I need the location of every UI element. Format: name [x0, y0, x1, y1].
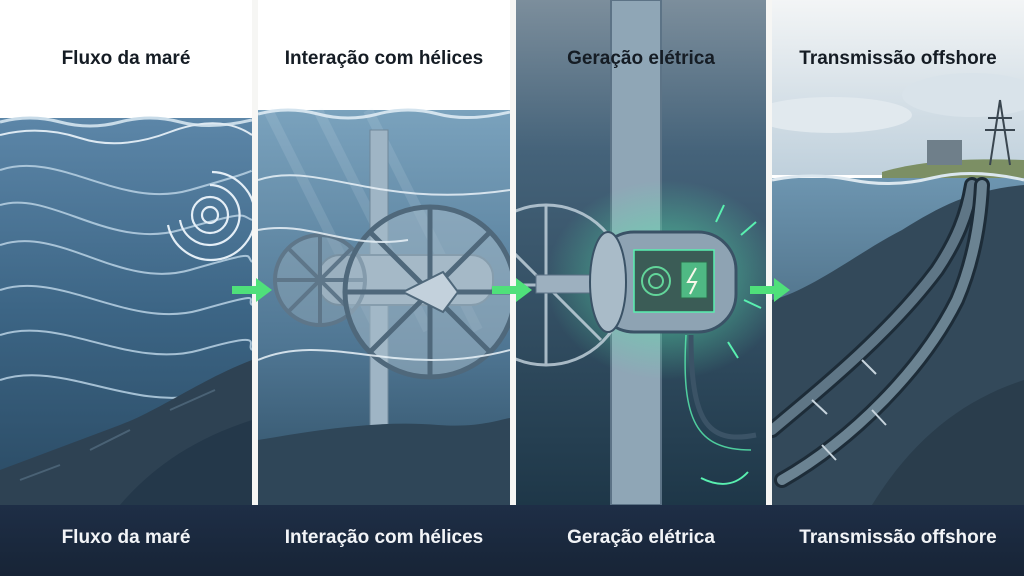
- panel-divider: [252, 0, 258, 505]
- arrow-right-icon: [750, 278, 790, 302]
- panel-divider: [510, 0, 516, 505]
- panel-turbine-interaction: Interação com hélices: [258, 0, 510, 505]
- current-arrow-icon: [700, 471, 749, 485]
- panel-title: Interação com hélices: [284, 48, 484, 69]
- transmission-illustration: [772, 0, 1024, 505]
- swirl-icon: [166, 170, 252, 262]
- panel-title: Transmissão offshore: [799, 48, 997, 69]
- caption-bar: Fluxo da maré Interação com hélices Gera…: [0, 505, 1024, 576]
- panel-title: Geração elétrica: [567, 48, 715, 69]
- power-tower-icon: [985, 99, 1015, 166]
- panel-electric-generation: Geração elétrica: [516, 0, 766, 505]
- arrow-right-icon: [492, 278, 532, 302]
- caption-offshore-transmission: Transmissão offshore: [799, 527, 997, 548]
- caption-tidal-flow: Fluxo da maré: [61, 527, 191, 548]
- turbine-illustration: [258, 0, 510, 505]
- bolt-icon: [686, 267, 698, 295]
- panel-title: Fluxo da maré: [61, 48, 191, 69]
- propeller-small-icon: [273, 233, 367, 327]
- spark-icon: [715, 204, 762, 359]
- battery-icon: [680, 261, 708, 299]
- panel-divider: [766, 0, 772, 505]
- caption-turbine-interaction: Interação com hélices: [284, 527, 484, 548]
- tidal-flow-illustration: [0, 0, 252, 505]
- panel-offshore-transmission: Transmissão offshore: [772, 0, 1024, 505]
- caption-electric-generation: Geração elétrica: [567, 527, 715, 548]
- substation-icon: [927, 140, 962, 165]
- coil-icon: [641, 266, 671, 296]
- generator-illustration: [516, 0, 766, 505]
- panel-tidal-flow: Fluxo da maré: [0, 0, 252, 505]
- arrow-right-icon: [232, 278, 272, 302]
